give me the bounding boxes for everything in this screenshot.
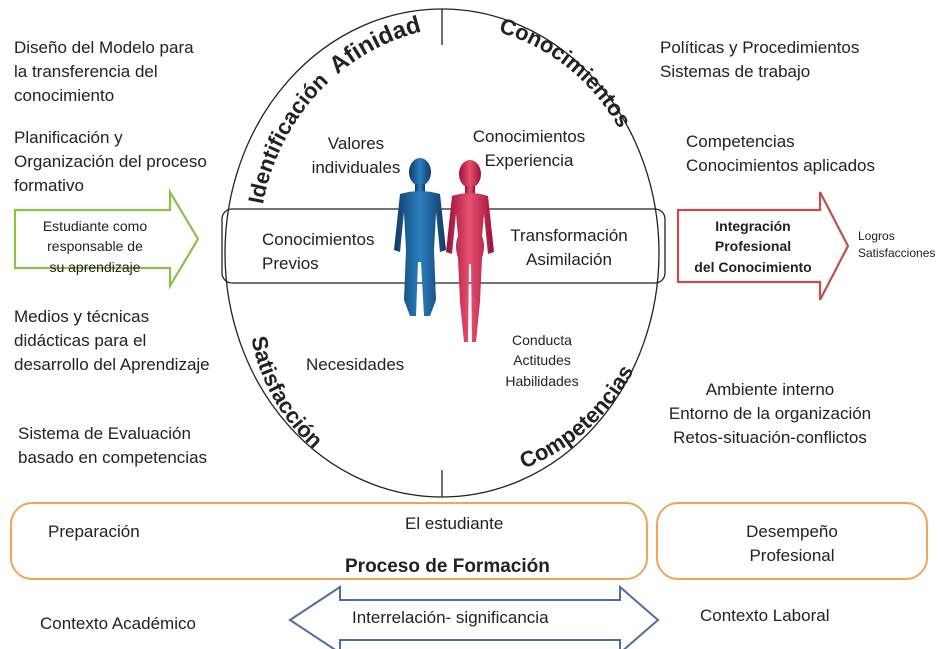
label-conocimientos-arc: Conocimientos (497, 13, 637, 132)
conocimientos-experiencia-text: Conocimientos Experiencia (472, 127, 586, 171)
conocimientos-previos-text: Conocimientos Previos (262, 230, 375, 274)
interrelacion-text: Interrelación- significancia (352, 608, 549, 627)
necesidades-text: Necesidades (306, 355, 405, 374)
desempeno-box (656, 502, 928, 580)
conducta-text: Conducta Actitudes Habilidades (505, 332, 579, 389)
contexto-laboral-text: Contexto Laboral (700, 606, 830, 625)
competencias-right-text: Competencias Conocimientos aplicados (686, 132, 875, 176)
proceso-formacion-text: Proceso de Formación (345, 556, 550, 577)
politicas-text: Políticas y Procedimientos Sistemas de t… (660, 38, 860, 82)
label-satisfaccion: Satisfacción (246, 334, 327, 453)
estudiante-arrow-text: Estudiante como responsable de su aprend… (42, 218, 148, 275)
desempeno-text: Desempeño Profesional (746, 522, 838, 566)
double-arrow-shape (288, 584, 660, 649)
transformacion-text: Transformación Asimilación (510, 226, 628, 270)
pink-human-figure (446, 160, 494, 342)
integracion-arrow-text: Integración Profesional del Conocimiento (694, 218, 812, 275)
evaluacion-text: Sistema de Evaluación basado en competen… (18, 424, 208, 468)
planificacion-text: Planificación y Organización del proceso… (14, 128, 207, 196)
center-band (221, 208, 666, 284)
label-afinidad: Afinidad (324, 11, 423, 79)
red-arrow-shape (676, 191, 850, 301)
ambiente-text: Ambiente interno Entorno de la organizac… (668, 380, 872, 448)
medios-text: Medios y técnicas didácticas para el des… (14, 307, 210, 375)
blue-human-figure (394, 158, 446, 316)
preparacion-box (10, 502, 648, 580)
logros-text: Logros Satisfacciones (858, 229, 936, 260)
diseno-text: Diseño del Modelo para la transferencia … (14, 38, 194, 106)
preparacion-text: Preparación (48, 522, 140, 541)
valores-text: Valores individuales (311, 134, 401, 178)
el-estudiante-text: El estudiante (405, 514, 504, 533)
contexto-academico-text: Contexto Académico (40, 614, 196, 633)
green-arrow-shape (13, 188, 200, 290)
